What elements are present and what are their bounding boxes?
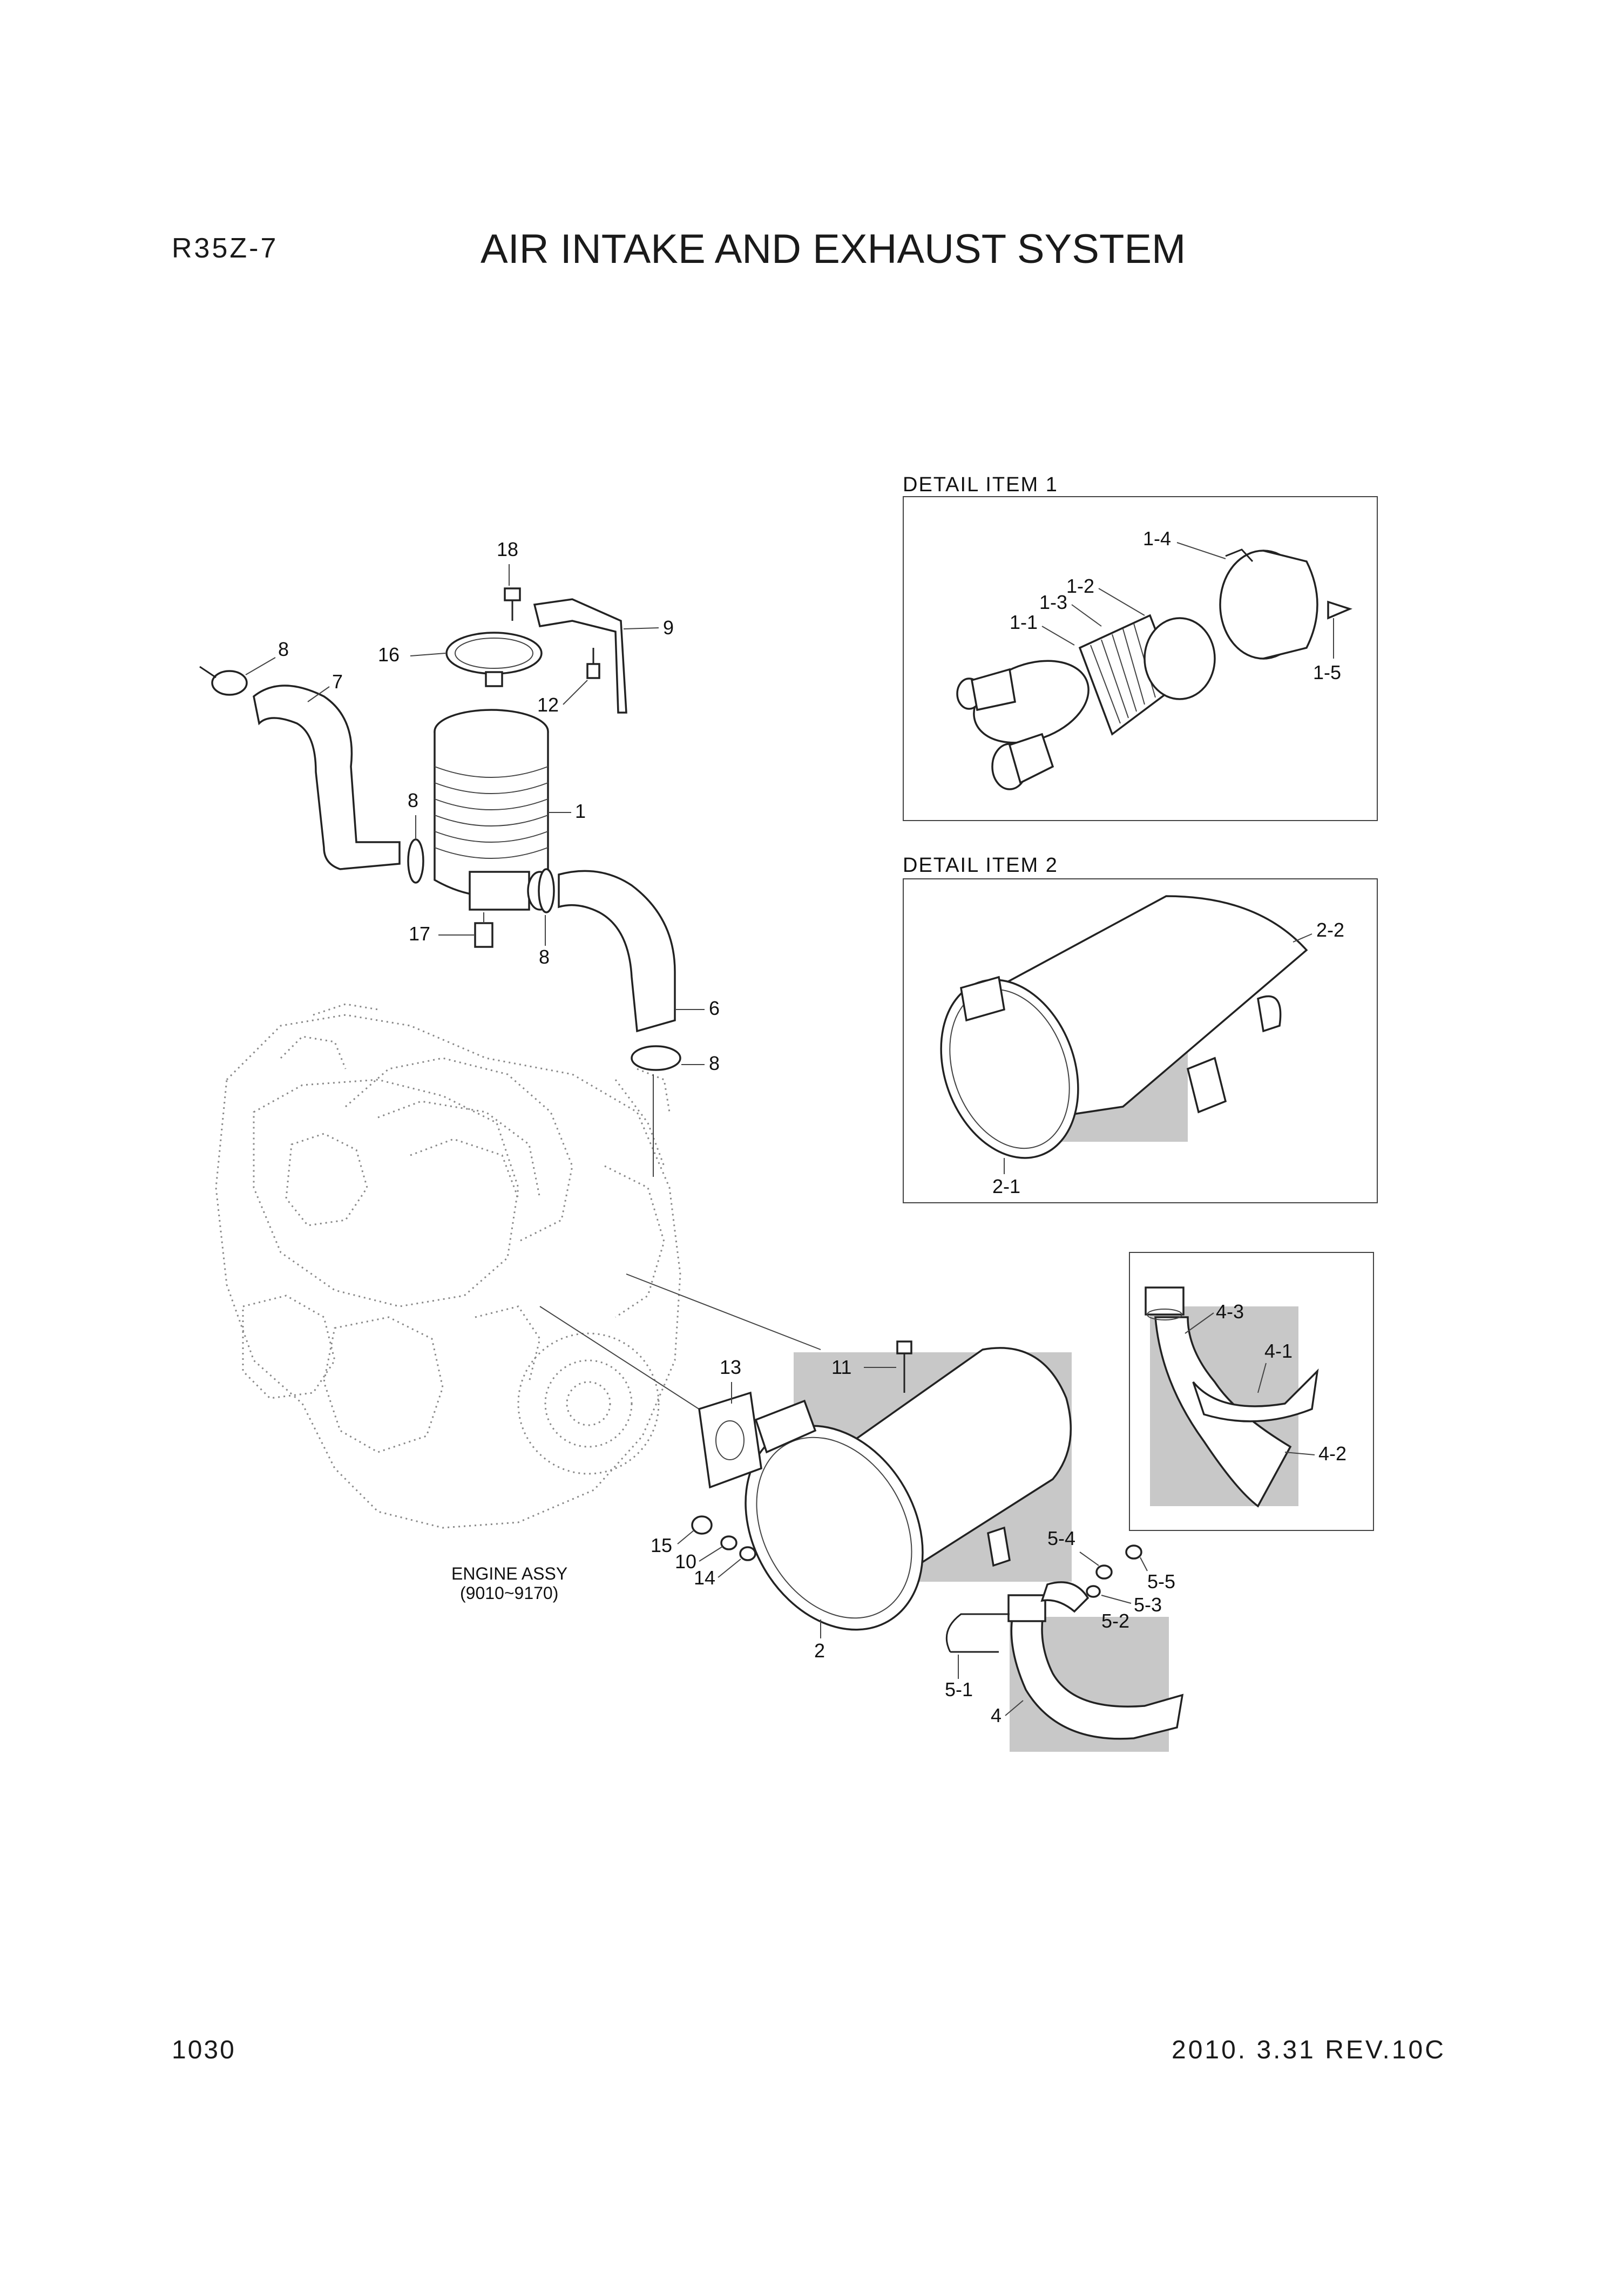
hose-clamp-top — [211, 670, 248, 696]
intake-hose — [253, 685, 401, 870]
detail-item4-box — [1129, 1252, 1374, 1531]
detail-callout-4-2: 4-2 — [1318, 1442, 1346, 1465]
detail-item1-box — [903, 496, 1378, 821]
callout-5-5: 5-5 — [1147, 1570, 1175, 1593]
detail-callout-1-5: 1-5 — [1313, 661, 1341, 683]
callout-7: 7 — [332, 670, 343, 693]
detail-callout-1-4: 1-4 — [1143, 527, 1171, 550]
revision-date: 2010. 3.31 REV.10C — [1172, 2036, 1446, 2064]
callout-8-top: 8 — [278, 638, 289, 660]
tail-pipe — [1010, 1605, 1184, 1740]
detail-callout-4-3: 4-3 — [1216, 1300, 1244, 1323]
detail-callout-2-2: 2-2 — [1316, 919, 1344, 941]
hose-clamp-bottom — [631, 1045, 681, 1071]
gasket — [698, 1391, 762, 1489]
model-code: R35Z-7 — [172, 233, 279, 264]
callout-2: 2 — [814, 1639, 825, 1662]
detail-item4-tailpipe — [1145, 1286, 1319, 1508]
outlet-hose — [558, 870, 676, 1033]
callout-5-3: 5-3 — [1134, 1594, 1162, 1616]
callout-10: 10 — [675, 1550, 696, 1573]
detail-item2-box — [903, 878, 1378, 1203]
callout-15: 15 — [651, 1534, 672, 1556]
air-cleaner — [434, 709, 553, 911]
callout-5-4: 5-4 — [1047, 1527, 1075, 1549]
hose-clamp-left — [407, 838, 424, 884]
callout-9: 9 — [663, 616, 674, 639]
engine-assy-outline — [215, 1003, 681, 1529]
detail-callout-1-3: 1-3 — [1039, 591, 1067, 613]
detail-callout-1-1: 1-1 — [1010, 611, 1038, 633]
detail-item1-aircleaner — [956, 548, 1352, 790]
muffler — [745, 1347, 1072, 1631]
callout-11: 11 — [831, 1356, 851, 1378]
detail-callout-1-2: 1-2 — [1066, 575, 1094, 597]
callout-16: 16 — [378, 643, 400, 666]
callout-5-1: 5-1 — [945, 1678, 973, 1700]
hose-clamp-right — [538, 868, 555, 913]
detail-item2-muffler — [940, 895, 1308, 1159]
detail-item2-caption: DETAIL ITEM 2 — [903, 854, 1058, 877]
engine-assy-label: ENGINE ASSY — [451, 1564, 567, 1583]
detail-callout-4-1: 4-1 — [1264, 1340, 1293, 1362]
detail-callout-2-1: 2-1 — [992, 1175, 1020, 1197]
callout-17: 17 — [409, 923, 430, 945]
detail-item1-caption: DETAIL ITEM 1 — [903, 473, 1058, 496]
page-title: AIR INTAKE AND EXHAUST SYSTEM — [481, 226, 1186, 272]
callout-6: 6 — [709, 997, 720, 1019]
callout-8-right: 8 — [539, 946, 550, 968]
mounting-bracket — [533, 598, 627, 714]
mounting-band — [445, 632, 543, 675]
callout-12: 12 — [537, 694, 559, 716]
callout-5-2: 5-2 — [1101, 1610, 1129, 1632]
callout-8-bottom: 8 — [709, 1052, 720, 1074]
page-number: 1030 — [172, 2036, 236, 2064]
callout-8-mid: 8 — [408, 789, 418, 811]
callout-1: 1 — [575, 800, 586, 822]
engine-assy-range: (9010~9170) — [460, 1583, 558, 1603]
callout-14: 14 — [694, 1567, 715, 1589]
callout-18: 18 — [497, 538, 518, 560]
callout-4: 4 — [991, 1704, 1002, 1726]
callout-13: 13 — [720, 1356, 741, 1378]
